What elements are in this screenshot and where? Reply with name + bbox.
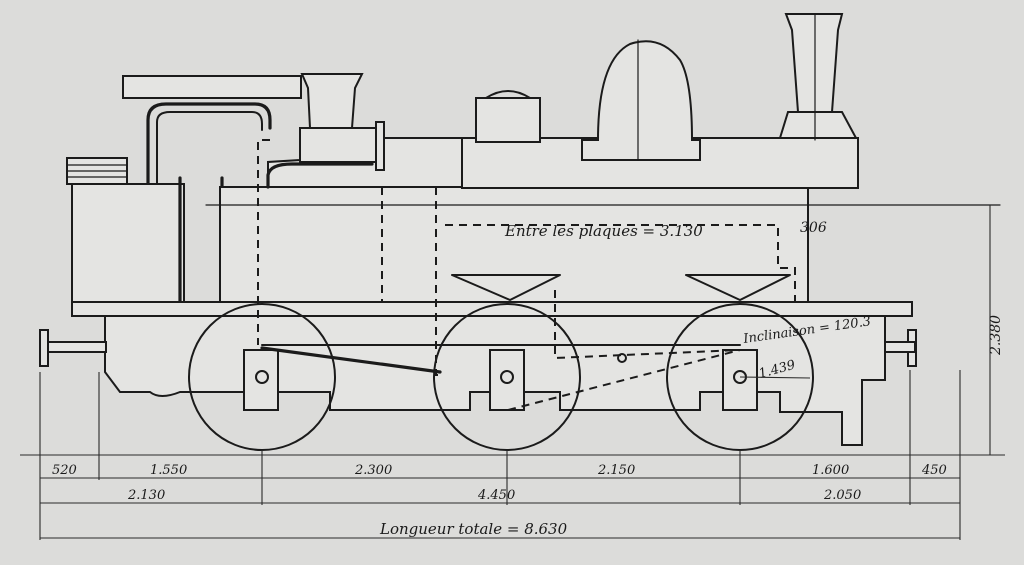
dim-label-2300: 2.300 — [354, 463, 392, 478]
steam-dome — [581, 40, 701, 161]
height-label: 2.380 — [988, 315, 1004, 356]
sand-box — [475, 97, 541, 143]
annotations: Entre les plaques = 3.130 306 Inclinaiso… — [52, 220, 1004, 538]
dim-label-2130: 2.130 — [127, 488, 165, 503]
plate-offset-label: 306 — [800, 220, 827, 236]
total-length-label: Longueur totale = 8.630 — [379, 520, 568, 538]
dim-label-4450: 4.450 — [477, 488, 515, 503]
cab-window-arch-inner — [156, 111, 263, 186]
dim-label-2050: 2.050 — [823, 488, 861, 503]
dim-label-450: 450 — [921, 463, 947, 478]
chimney-base — [778, 111, 858, 139]
dim-label-520: 520 — [52, 463, 77, 478]
dim-label-2150: 2.150 — [597, 463, 635, 478]
buffer-rear — [39, 329, 49, 367]
dimension-lines — [20, 205, 1005, 540]
buffers — [39, 329, 917, 367]
chimney — [784, 13, 844, 113]
valve-base — [299, 127, 381, 163]
between-plates-label: Entre les plaques = 3.130 — [504, 222, 703, 240]
steam-pipe — [266, 162, 374, 189]
cab-window-arch-outer — [146, 102, 272, 187]
dim-label-1600: 1.600 — [812, 463, 849, 478]
safety-valve — [300, 73, 364, 129]
hidden-lines — [257, 139, 796, 411]
cab-roof — [122, 75, 302, 99]
running-board — [71, 301, 913, 317]
rear-bunker — [71, 183, 185, 305]
dim-label-1550: 1.550 — [150, 463, 187, 478]
